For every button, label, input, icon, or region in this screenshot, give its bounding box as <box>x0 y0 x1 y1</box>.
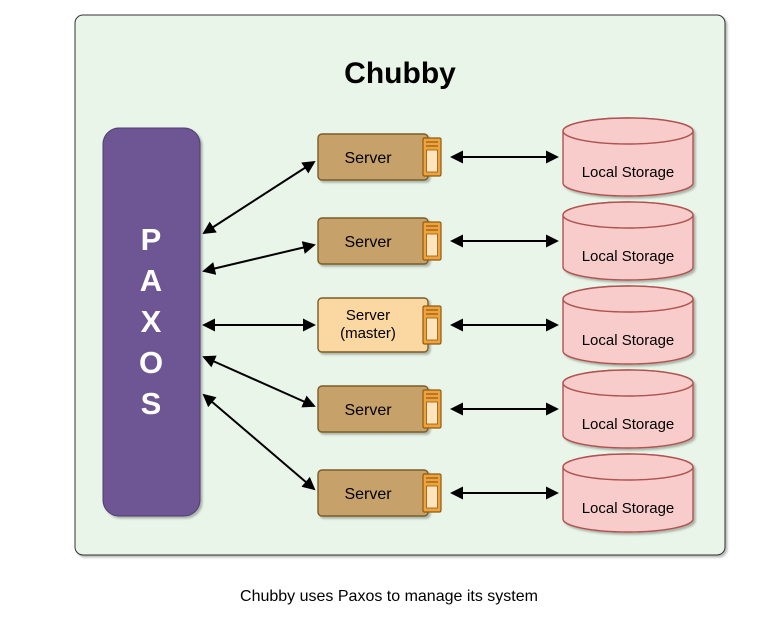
paxos-box <box>102 127 201 517</box>
server-row: Server Local Storage <box>202 117 694 235</box>
server-label: Server <box>344 150 392 167</box>
diagram-caption: Chubby uses Paxos to manage its system <box>240 588 538 605</box>
paxos-letter: P <box>141 222 162 257</box>
server-label: Server <box>344 402 392 419</box>
server-tower-icon <box>422 137 442 177</box>
server-tower-icon <box>422 305 442 345</box>
local-storage-cylinder: Local Storage <box>562 369 694 449</box>
server-row: Server Local Storage <box>202 355 694 449</box>
paxos-letter: O <box>139 345 163 380</box>
local-storage-label: Local Storage <box>582 416 675 433</box>
local-storage-label: Local Storage <box>582 332 675 349</box>
server-tower-icon <box>422 389 442 429</box>
local-storage-label: Local Storage <box>582 248 675 265</box>
server-row: Server Local Storage <box>202 201 694 281</box>
server-tower-icon <box>422 221 442 261</box>
paxos-letter: A <box>140 263 162 298</box>
local-storage-label: Local Storage <box>582 500 675 517</box>
paxos-letter: X <box>141 304 162 339</box>
local-storage-cylinder: Local Storage <box>562 201 694 281</box>
paxos-server-arrow <box>202 160 316 235</box>
server-row-master: Server (master) Local Storage <box>202 285 694 365</box>
local-storage-label: Local Storage <box>582 164 675 181</box>
server-tower-icon <box>422 473 442 513</box>
diagram-title: Chubby <box>344 57 456 90</box>
local-storage-cylinder: Local Storage <box>562 453 694 533</box>
paxos-server-arrow <box>202 241 316 275</box>
server-row: Server Local Storage <box>202 393 694 533</box>
server-master-label: (master) <box>340 325 396 342</box>
local-storage-cylinder: Local Storage <box>562 285 694 365</box>
server-label: Server <box>346 307 390 324</box>
paxos-letter: S <box>141 386 162 421</box>
server-label: Server <box>344 234 392 251</box>
paxos-server-arrow <box>202 393 316 491</box>
local-storage-cylinder: Local Storage <box>562 117 694 197</box>
server-label: Server <box>344 486 392 503</box>
